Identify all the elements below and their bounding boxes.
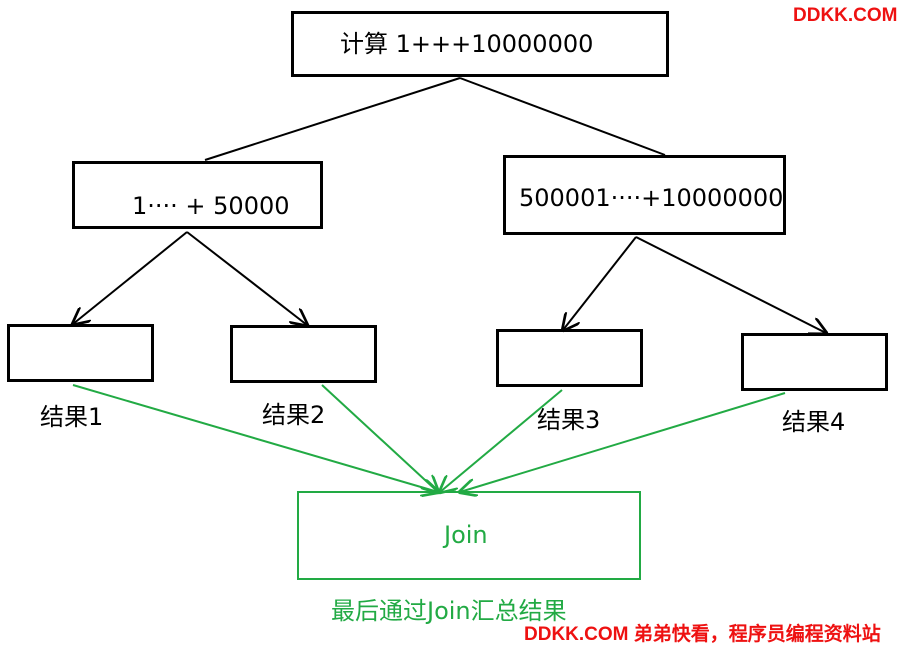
join-caption: 最后通过Join汇总结果 xyxy=(331,597,567,625)
leaf-label-1: 结果1 xyxy=(40,403,104,431)
arrow-midright-leaf3 xyxy=(563,236,637,330)
mid-left-box-text: 1···· + 50000 xyxy=(132,192,290,220)
edge-root-right xyxy=(459,77,666,156)
leaf-label-4: 结果4 xyxy=(782,408,846,436)
edge-root-left xyxy=(204,77,461,161)
arrow-leaf1-join xyxy=(72,384,438,492)
leaf-label-3: 结果3 xyxy=(537,406,601,434)
mid-right-box-text: 500001····+10000000 xyxy=(519,184,784,212)
arrow-leaf3-join xyxy=(440,389,563,492)
leaf-box-3 xyxy=(496,329,643,387)
join-box xyxy=(297,491,641,580)
arrow-leaf2-join xyxy=(321,384,438,492)
leaf-box-1 xyxy=(7,324,154,382)
leaf-label-2: 结果2 xyxy=(262,401,326,429)
leaf-box-2 xyxy=(230,325,377,383)
join-box-text: Join xyxy=(444,521,488,549)
mid-right-box xyxy=(503,155,786,235)
leaf-box-4 xyxy=(741,333,888,391)
arrow-midleft-leaf2 xyxy=(186,231,307,325)
mid-left-box xyxy=(72,161,323,229)
arrow-midright-leaf4 xyxy=(635,236,826,333)
arrow-midleft-leaf1 xyxy=(73,231,188,324)
root-box xyxy=(291,11,669,77)
watermark-top: DDKK.COM xyxy=(793,5,898,26)
root-box-text: 计算 1+++10000000 xyxy=(340,30,594,58)
watermark-bottom: DDKK.COM 弟弟快看，程序员编程资料站 xyxy=(524,624,881,645)
arrow-leaf4-join xyxy=(460,392,786,492)
